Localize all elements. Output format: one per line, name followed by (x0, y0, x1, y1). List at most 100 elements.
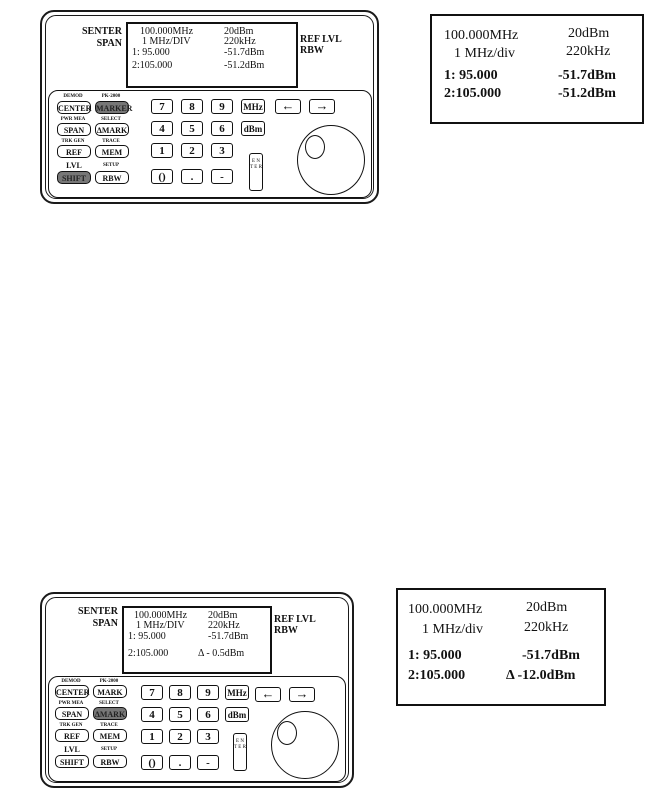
zoom-row1-right: 20dBm (568, 26, 610, 41)
right-arrow-button[interactable]: → (309, 99, 335, 114)
key-4[interactable]: 4 (141, 707, 163, 722)
span-button[interactable]: SPAN (57, 123, 91, 136)
key-8[interactable]: 8 (169, 685, 191, 700)
shift-button[interactable]: SHIFT (55, 755, 89, 768)
key-9[interactable]: 9 (197, 685, 219, 700)
lcd-row1-right: 20dBm (224, 26, 254, 37)
zoom-row4-right: -51.2dBm (558, 86, 616, 101)
center-button[interactable]: CENTER (57, 101, 91, 114)
lcd-row2-left: 1 MHz/DIV (136, 620, 185, 631)
marker-button[interactable]: MARKER (95, 101, 132, 114)
span-button[interactable]: SPAN (55, 707, 89, 720)
ref-lvl-button[interactable]: REF LVL (55, 729, 89, 754)
lcd-row3-left: 1: 95.000 (128, 631, 166, 642)
key-minus[interactable]: - (211, 169, 233, 184)
mark-button[interactable]: MARK (93, 685, 127, 698)
side-label-span: SPAN (96, 38, 122, 49)
fkey-top-label: DEMOD (61, 679, 81, 684)
key-dot[interactable]: . (169, 755, 191, 770)
key-7[interactable]: 7 (141, 685, 163, 700)
zoom-row2-left: 1 MHz/div (454, 46, 516, 61)
rbw-button[interactable]: RBW (93, 755, 127, 768)
key-4[interactable]: 4 (151, 121, 173, 136)
keypad-area: DEMOD CENTER PK-2000 MARK PWR MEA SPAN S… (48, 676, 346, 782)
zoom-row1-left: 100.000MHz (444, 28, 519, 43)
key-mhz[interactable]: MHz (241, 99, 265, 114)
key-8[interactable]: 8 (181, 99, 203, 114)
zoom-row4-left: 2:105.000 (408, 668, 466, 683)
ref-lvl-button[interactable]: REF LVL (57, 145, 91, 170)
zoom-row2-right: 220kHz (524, 620, 569, 635)
zoom-row1-right: 20dBm (526, 600, 568, 615)
key-minus[interactable]: - (197, 755, 219, 770)
lcd-row3-right: -51.7dBm (208, 631, 249, 642)
zoom-row3-left: 1: 95.000 (444, 68, 498, 83)
lcd-row3-left: 1: 95.000 (132, 47, 170, 58)
side-label-center: SENTER (81, 26, 122, 37)
shift-button[interactable]: SHIFT (57, 171, 91, 184)
key-6[interactable]: 6 (197, 707, 219, 722)
key-1[interactable]: 1 (151, 143, 173, 158)
zoom-row3-right: -51.7dBm (558, 68, 616, 83)
lcd-row4-right: -51.2dBm (224, 60, 265, 71)
delta-mark-button[interactable]: ΔMARK (95, 123, 129, 136)
delta-mark-button[interactable]: ΔMARK (93, 707, 127, 720)
zoomed-display-top: 100.000MHz 20dBm 1 MHz/div 220kHz 1: 95.… (430, 14, 644, 124)
key-5[interactable]: 5 (181, 121, 203, 136)
key-dot[interactable]: . (181, 169, 203, 184)
fkey-top-label: TRK GEN (61, 139, 85, 144)
enter-button[interactable]: E N T E R (233, 733, 247, 771)
key-2[interactable]: 2 (169, 729, 191, 744)
lcd-screen: 100.000MHz 20dBm 1 MHz/DIV 220kHz 1: 95.… (122, 606, 272, 674)
lcd-row1-right: 20dBm (208, 610, 238, 621)
center-button[interactable]: CENTER (55, 685, 89, 698)
zoom-row1-left: 100.000MHz (408, 602, 483, 617)
key-paren[interactable]: () (141, 755, 163, 770)
left-arrow-button[interactable]: ← (275, 99, 301, 114)
zoom-row3-left: 1: 95.000 (408, 648, 462, 663)
key-dbm[interactable]: dBm (225, 707, 249, 722)
lcd-screen: 100.000MHz 20dBm 1 MHz/DIV 220kHz 1: 95.… (126, 22, 298, 88)
zoom-row2-left: 1 MHz/div (422, 622, 484, 637)
key-paren[interactable]: () (151, 169, 173, 184)
side-label-span: SPAN (92, 618, 118, 629)
mem-button[interactable]: MEM (95, 145, 129, 158)
key-1[interactable]: 1 (141, 729, 163, 744)
lcd-row4-left: 2:105.000 (128, 648, 169, 659)
key-5[interactable]: 5 (169, 707, 191, 722)
lcd-row2-right: 220kHz (224, 36, 256, 47)
enter-button[interactable]: E N T E R (249, 153, 263, 191)
lcd-row2-left: 1 MHz/DIV (142, 36, 191, 47)
tuning-knob[interactable] (271, 711, 339, 779)
key-mhz[interactable]: MHz (225, 685, 249, 700)
zoom-row2-right: 220kHz (566, 44, 611, 59)
lcd-row4-right: Δ - 0.5dBm (198, 648, 245, 659)
tuning-knob[interactable] (297, 125, 365, 195)
key-6[interactable]: 6 (211, 121, 233, 136)
fkey-top-label: SETUP (102, 163, 120, 168)
key-9[interactable]: 9 (211, 99, 233, 114)
key-2[interactable]: 2 (181, 143, 203, 158)
left-arrow-button[interactable]: ← (255, 687, 281, 702)
fkey-top-label: PWR MEA (60, 117, 86, 122)
key-3[interactable]: 3 (211, 143, 233, 158)
key-dbm[interactable]: dBm (241, 121, 265, 136)
zoomed-display-bottom: 100.000MHz 20dBm 1 MHz/div 220kHz 1: 95.… (396, 588, 606, 706)
fkey-top-label: PWR MEA (58, 701, 84, 706)
lcd-row1-left: 100.000MHz (140, 26, 194, 37)
zoom-row4-left: 2:105.000 (444, 86, 502, 101)
rbw-button[interactable]: RBW (95, 171, 129, 184)
knob-indicator (277, 721, 297, 745)
mem-button[interactable]: MEM (93, 729, 127, 742)
right-label-rbw: RBW (274, 625, 298, 636)
analyzer-panel-top: SENTER SPAN 100.000MHz 20dBm 1 MHz/DIV 2… (40, 10, 379, 204)
keypad-area: DEMOD CENTER PK-2000 MARKER PWR MEA SPAN… (48, 90, 372, 198)
side-label-center: SENTER (77, 606, 118, 617)
knob-indicator (305, 135, 325, 159)
fkey-top-label: SELECT (101, 117, 121, 122)
key-7[interactable]: 7 (151, 99, 173, 114)
fkey-top-label: PK-2000 (99, 679, 119, 684)
fkey-top-label: PK-2000 (101, 94, 121, 99)
right-arrow-button[interactable]: → (289, 687, 315, 702)
key-3[interactable]: 3 (197, 729, 219, 744)
